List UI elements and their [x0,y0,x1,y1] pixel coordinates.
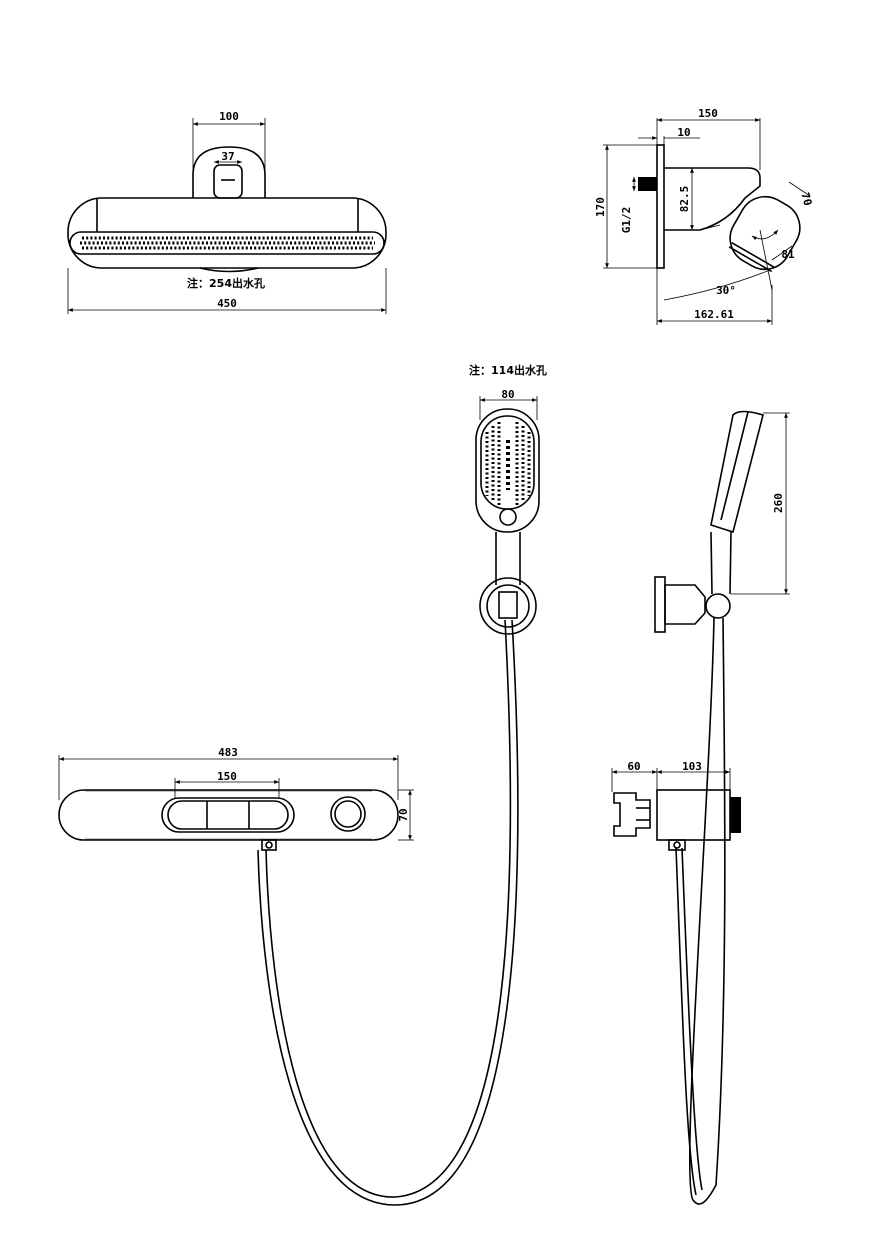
dim-wall-plate: 10 [677,126,690,139]
mixer-side-view: 60 103 [611,760,741,851]
nozzle-pattern [80,236,375,250]
dim-inner-width: 37 [221,150,234,163]
hand-nozzle-note: 注：114出水孔 [469,363,547,377]
dim-arm-width: 100 [219,110,239,123]
dim-body-depth: 103 [682,760,702,773]
hand-shower-side-view: 260 [654,410,790,1205]
overhead-shower-front-view: 100 37 注：254出水孔 450 [67,110,387,314]
dim-head-size: 70 [798,191,814,207]
mixer-front-view: 483 150 70 [58,746,414,851]
dim-height: 170 [594,197,607,217]
dim-depth: 150 [698,107,718,120]
dim-small: 81 [781,248,795,261]
hand-shower-front-view: 注：114出水孔 80 [257,363,547,1206]
thread-spec: G1/2 [620,207,633,234]
dim-inlet: 60 [627,760,640,773]
dim-mixer-height: 70 [397,808,410,821]
dim-head-width: 450 [217,297,237,310]
dim-button-span: 150 [217,770,237,783]
tilt-angle: 30° [716,284,736,297]
dim-hand-width: 80 [501,388,514,401]
hand-nozzle-pattern [485,422,531,505]
overhead-shower-side-view: 150 10 170 G1/2 82.5 70 81 30° 162.61 [594,107,814,325]
dim-hand-length: 260 [772,493,785,513]
dim-arm-offset: 82.5 [678,186,691,213]
dim-mixer-width: 483 [218,746,238,759]
nozzle-count-note: 注：254出水孔 [187,276,265,290]
dim-reach: 162.61 [694,308,734,321]
